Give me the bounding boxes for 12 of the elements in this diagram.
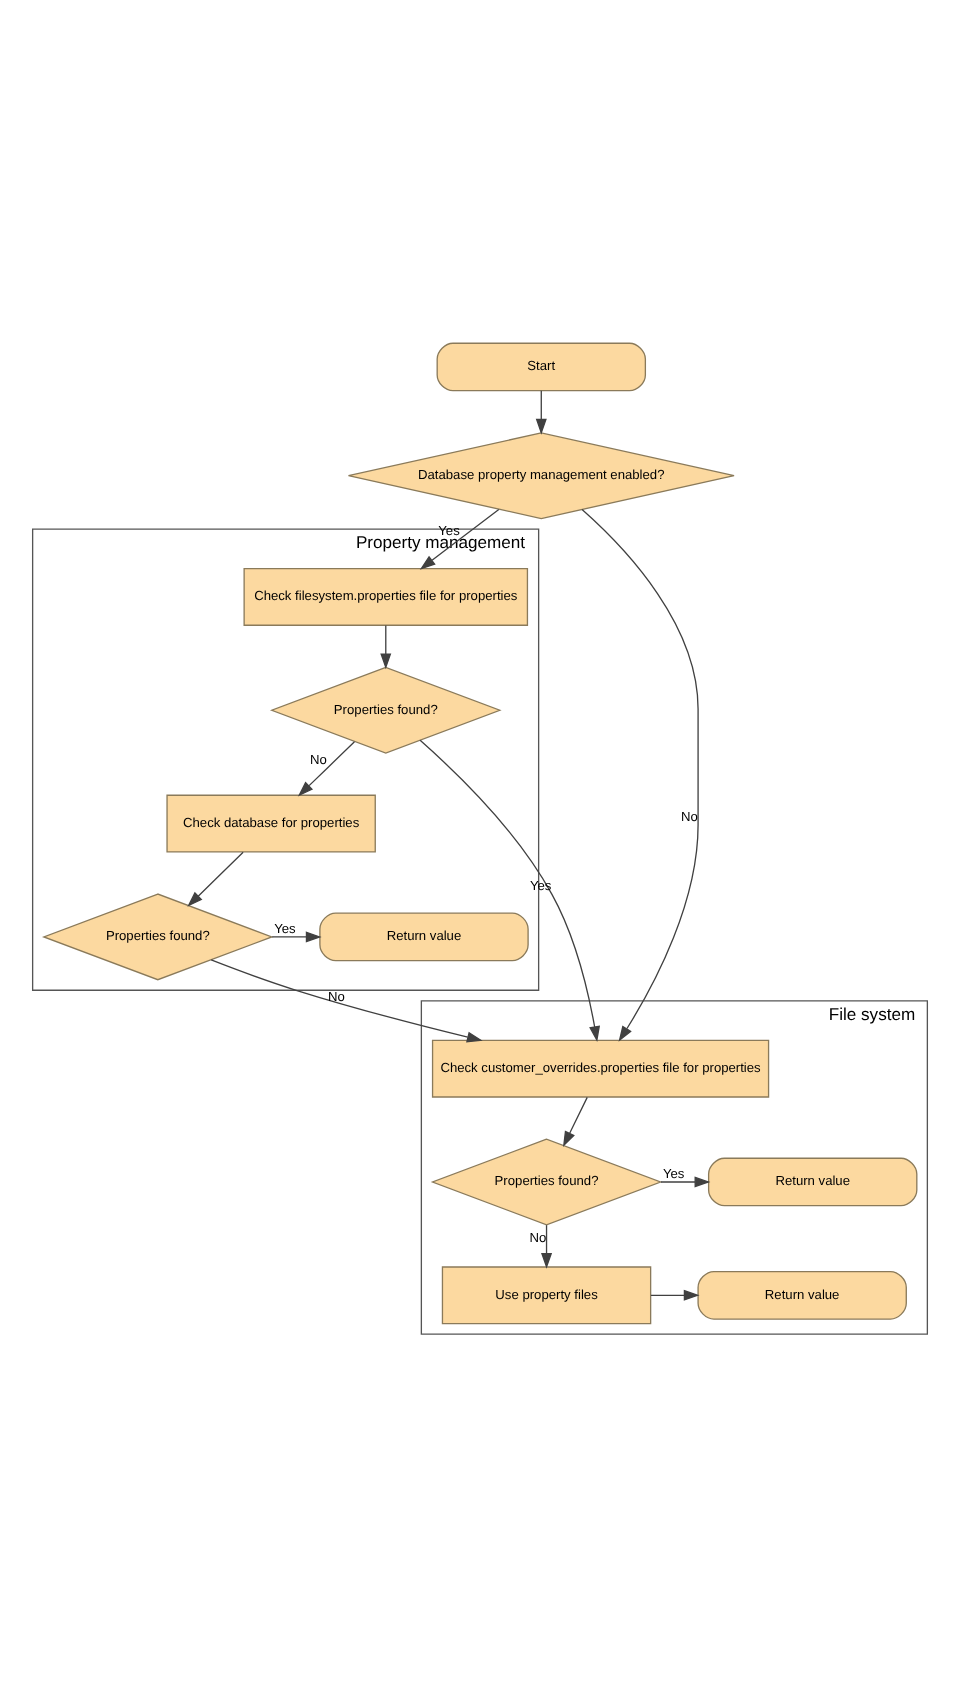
arrow (419, 738, 601, 1041)
arrow (562, 1095, 588, 1147)
arrow (535, 389, 547, 434)
arrow (297, 740, 356, 796)
arrow (380, 623, 392, 669)
arrow (271, 930, 322, 942)
arrow (210, 958, 483, 1042)
arrow (581, 507, 699, 1041)
arrow (660, 1175, 711, 1187)
arrow (187, 850, 244, 906)
arrow (650, 1288, 700, 1300)
arrow (541, 1223, 553, 1268)
